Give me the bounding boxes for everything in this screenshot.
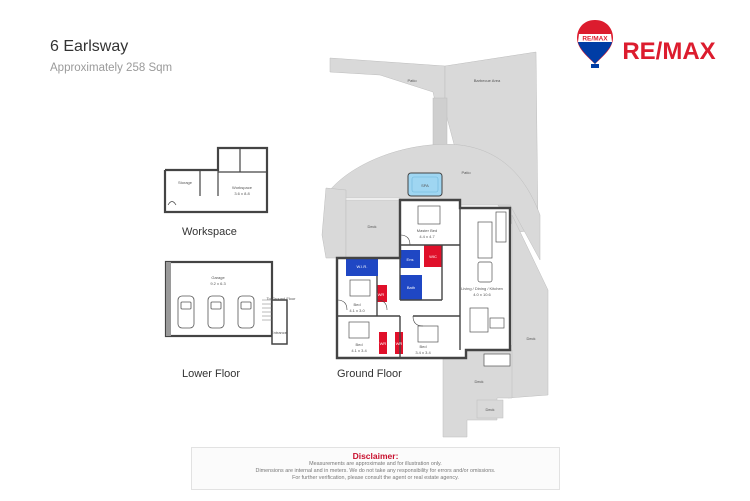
spa-pool <box>407 172 443 197</box>
bed4-label: Bed <box>419 344 426 349</box>
garage-dims: 9.2 x 6.3 <box>210 281 226 286</box>
workspace-room-dims: 3.6 x 8.8 <box>234 191 250 196</box>
spa-label: SPA <box>421 183 429 188</box>
robe-wic <box>424 245 442 267</box>
car-icons <box>177 295 255 329</box>
bed2-label: Bed <box>353 302 360 307</box>
storage-label: Storage <box>178 180 193 185</box>
outdoor-stairs <box>432 97 448 149</box>
workspace-building <box>163 146 269 214</box>
patio-barbecue-area <box>329 57 446 111</box>
balloon-text: RE/MAX <box>582 36 608 43</box>
outdoor-areas <box>321 51 549 438</box>
bath-label: Bath <box>407 285 415 290</box>
workspace-floor-label: Workspace <box>182 226 237 238</box>
robe-bed3a <box>379 332 387 354</box>
deck-right-label: Deck <box>526 336 535 341</box>
deck-left-area <box>321 187 347 259</box>
barbecue-label: Barbecue Area <box>474 78 501 83</box>
wr-label-3: WR <box>396 341 403 346</box>
bed3-dims: 4.1 x 3.4 <box>351 348 367 353</box>
disclaimer-line-1: Measurements are approximate and for ill… <box>309 461 442 467</box>
property-area: Approximately 258 Sqm <box>50 62 173 74</box>
disclaimer-line-3: For further verification, please consult… <box>292 475 459 481</box>
master-bed-dims: 4.4 x 4.7 <box>419 234 435 239</box>
ens-label: Ens <box>407 257 414 262</box>
balloon-icon: RE/MAX <box>577 20 613 68</box>
disclaimer-title: Disclaimer: <box>352 451 399 461</box>
ground-floor-house <box>335 198 512 367</box>
master-bed-label: Master Bed <box>417 228 437 233</box>
workspace-room-label: Workspace <box>232 185 253 190</box>
deck-left-inner <box>345 199 401 259</box>
bath-area <box>400 275 422 300</box>
property-address: 6 Earlsway <box>50 38 129 55</box>
living-dims: 4.0 x 10.6 <box>473 292 491 297</box>
deck-small-area <box>476 399 504 419</box>
ens-area <box>400 250 420 268</box>
garage-building <box>164 260 288 345</box>
wr-label-2: WR <box>380 341 387 346</box>
deck-small-label: Deck <box>485 407 494 412</box>
wic-label: WIC <box>429 254 437 259</box>
wir-area <box>346 258 378 276</box>
disclaimer-box: Disclaimer: Measurements are approximate… <box>191 447 560 490</box>
to-ground-floor-label: To Ground Floor <box>267 296 297 301</box>
ground-floor-label: Ground Floor <box>337 368 402 380</box>
wr-label-1: WR <box>378 292 385 297</box>
remax-wordmark: RE/MAX <box>622 38 715 65</box>
deck-bottom-label: Deck <box>474 379 483 384</box>
patio-top-label: Patio <box>407 78 417 83</box>
entrance-label: Entrance <box>271 330 288 335</box>
living-label: Living / Dining / Kitchen <box>461 286 503 291</box>
lower-floor-label: Lower Floor <box>182 368 241 380</box>
bed3-label: Bed <box>355 342 362 347</box>
wir-label: W.I.R. <box>357 264 368 269</box>
garage-label: Garage <box>211 275 225 280</box>
patio-mid-label: Patio <box>461 170 471 175</box>
robe-bed2 <box>377 285 387 302</box>
bed2-dims: 4.1 x 3.0 <box>349 308 365 313</box>
bed4-dims: 3.4 x 3.4 <box>415 350 431 355</box>
deck-left-label: Deck <box>367 224 376 229</box>
robe-bed3b <box>395 332 403 354</box>
disclaimer-line-2: Dimensions are internal and in meters. W… <box>255 468 496 474</box>
remax-logo: RE/MAX RE/MAX <box>577 20 716 68</box>
